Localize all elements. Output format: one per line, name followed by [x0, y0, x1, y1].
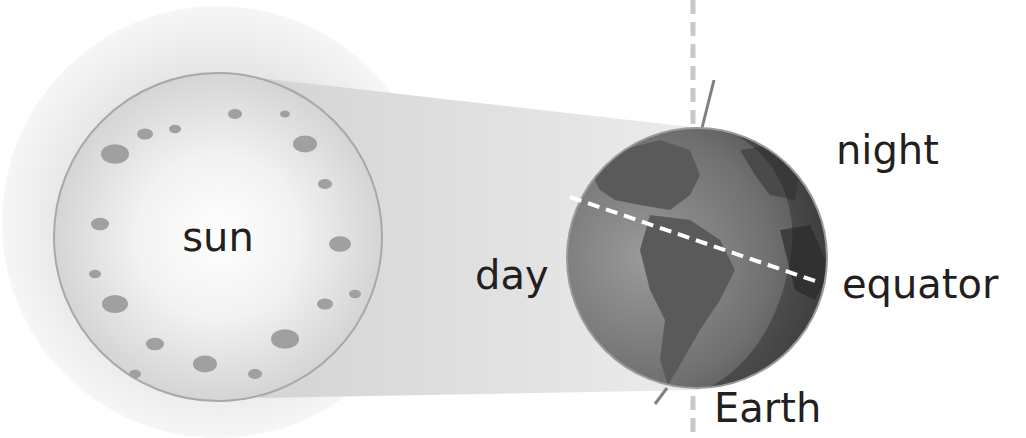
sun-spot [280, 111, 290, 118]
sun-spot [293, 136, 317, 153]
sun-spot [318, 179, 332, 189]
diagram-label: night [836, 130, 939, 170]
sun-spot [169, 125, 181, 133]
node-label: sun [182, 217, 254, 257]
sun-spot [101, 144, 129, 164]
axis-top [702, 80, 714, 128]
sun-disc: sun [53, 72, 383, 402]
earth-outline [567, 128, 827, 388]
sun-spot [349, 290, 361, 298]
equator-line [570, 197, 818, 282]
sun-spot [129, 370, 141, 378]
sun-spot [317, 298, 333, 309]
sun-spot [329, 236, 351, 251]
sun-spot [102, 295, 128, 313]
sun-spot [228, 109, 242, 119]
axis-bottom [655, 388, 667, 404]
earth-globe [567, 120, 840, 396]
sun-spot [271, 329, 299, 349]
sun-spot [89, 270, 101, 278]
diagram-label: day [475, 255, 549, 295]
sun-spot [91, 218, 109, 231]
diagram-label: Earth [712, 388, 823, 428]
sun-spot [193, 356, 217, 373]
sun-spot [146, 338, 164, 351]
diagram-label: equator [842, 264, 998, 304]
sun-spot [137, 128, 153, 139]
sun-spot [248, 369, 262, 379]
